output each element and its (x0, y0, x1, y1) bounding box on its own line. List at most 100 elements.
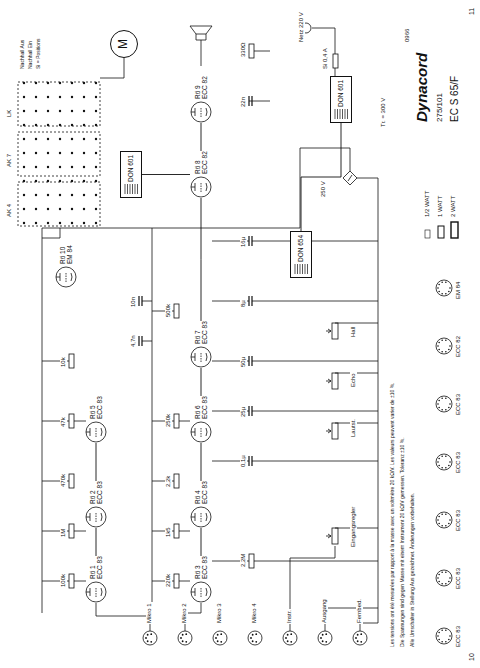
part-name: Rö 1 (89, 556, 96, 579)
node-label: Rö 7ECC 83 (194, 321, 208, 344)
tube-pin (438, 516, 440, 518)
tube-cathode (206, 108, 207, 116)
signal-wire (142, 174, 190, 175)
tube-outline (191, 102, 211, 122)
tube-symbol: Rö 1ECC 83 (85, 556, 107, 603)
node-label: Rö 2ECC 83 (89, 481, 103, 504)
core-lamination (335, 109, 336, 119)
part-name: Rö 3 (194, 556, 201, 579)
label: Mikro 1 (146, 602, 153, 624)
tube-pin (438, 523, 440, 525)
tube-envelope (190, 506, 212, 528)
switch-contact (47, 166, 49, 168)
label: ECC 83 (455, 567, 462, 590)
socket-pin (322, 634, 324, 636)
switch-contact (95, 96, 97, 98)
tube-pin (441, 293, 443, 295)
tube-pin (438, 458, 440, 460)
din-socket (143, 631, 157, 645)
tube-pin (438, 284, 440, 286)
tube-pin (441, 583, 443, 585)
legend-sample (451, 222, 458, 238)
signal-wire (96, 443, 97, 481)
tube-pin (445, 351, 447, 353)
switch-contact (95, 194, 97, 196)
label: 0966 (404, 28, 411, 43)
tube-envelope (55, 266, 77, 288)
tube-pin (437, 577, 439, 579)
switch-contact (23, 208, 25, 210)
tube-cathode (101, 513, 102, 521)
tube-pin (441, 629, 443, 631)
core-lamination (295, 264, 296, 274)
part-name: M (117, 39, 130, 49)
label: 250 V (320, 180, 327, 198)
tube-pin (445, 409, 447, 411)
tube-grid (201, 352, 202, 362)
socket-pin (150, 641, 152, 643)
rectifier-bridge (343, 171, 357, 185)
switch-contact (47, 124, 49, 126)
tube-grid (201, 427, 202, 437)
core-lamination (345, 109, 346, 119)
tube-base (436, 280, 452, 296)
tube-envelope (190, 421, 212, 443)
switch-contact (35, 138, 37, 140)
part-name: Rö 5 (89, 396, 96, 419)
socket-pin (145, 637, 147, 639)
tube-outline (56, 267, 76, 287)
switch-contact (59, 138, 61, 140)
part-name: Rö 9 (194, 76, 201, 99)
socket-pin (250, 637, 252, 639)
switch-contact (23, 166, 25, 168)
tube-base (436, 512, 452, 528)
tube-symbol: Rö 2ECC 83 (85, 481, 107, 528)
tube-symbol: Rö 6ECC 83 (190, 396, 212, 443)
switch-contact (35, 152, 37, 154)
tube-pin (445, 571, 447, 573)
tube-grid (96, 587, 97, 597)
label: Mikro 4 (251, 602, 258, 624)
resistor-symbol (249, 44, 254, 58)
switch-contact (71, 208, 73, 210)
tube-grid (201, 587, 202, 597)
switch-contact (71, 138, 73, 140)
switch-contact (59, 124, 61, 126)
tube-pin (441, 455, 443, 457)
tube-anode (56, 273, 60, 281)
capacitor-symbol (249, 356, 252, 366)
tube-outline (86, 422, 106, 442)
node-label: Rö 10EM 84 (59, 245, 73, 264)
tube-pin (441, 409, 443, 411)
capacitor-symbol (139, 296, 142, 306)
node-label: Rö 9ECC 82 (194, 76, 208, 99)
label: ECC 83 (455, 393, 462, 416)
tube-anode (191, 108, 195, 116)
socket-pin (355, 637, 357, 639)
switch-contact (95, 208, 97, 210)
switch-contact (71, 194, 73, 196)
core-lamination (137, 184, 138, 194)
tube-symbol: Rö 4ECC 83 (190, 481, 212, 528)
switch-contact (59, 222, 61, 224)
switch-contact (95, 82, 97, 84)
din-socket (283, 631, 297, 645)
part-name: Rö 2 (89, 481, 96, 504)
switch-frame (18, 82, 100, 126)
label: Nachhall Ein (28, 40, 34, 70)
transformer-core (123, 184, 139, 194)
switch-contact (35, 180, 37, 182)
signal-wire (201, 198, 202, 321)
switch-contact (35, 208, 37, 210)
socket-pin (185, 641, 187, 643)
switch-contact (59, 152, 61, 154)
tube-pin (445, 513, 447, 515)
transformer-core (293, 264, 309, 274)
part-name: Rö 8 (194, 151, 201, 174)
core-lamination (297, 264, 298, 274)
socket-pin (357, 640, 359, 642)
node-label: Rö 5ECC 83 (89, 396, 103, 419)
capacitor-symbol (249, 406, 252, 416)
socket-pin (322, 640, 324, 642)
tube-pin (441, 525, 443, 527)
